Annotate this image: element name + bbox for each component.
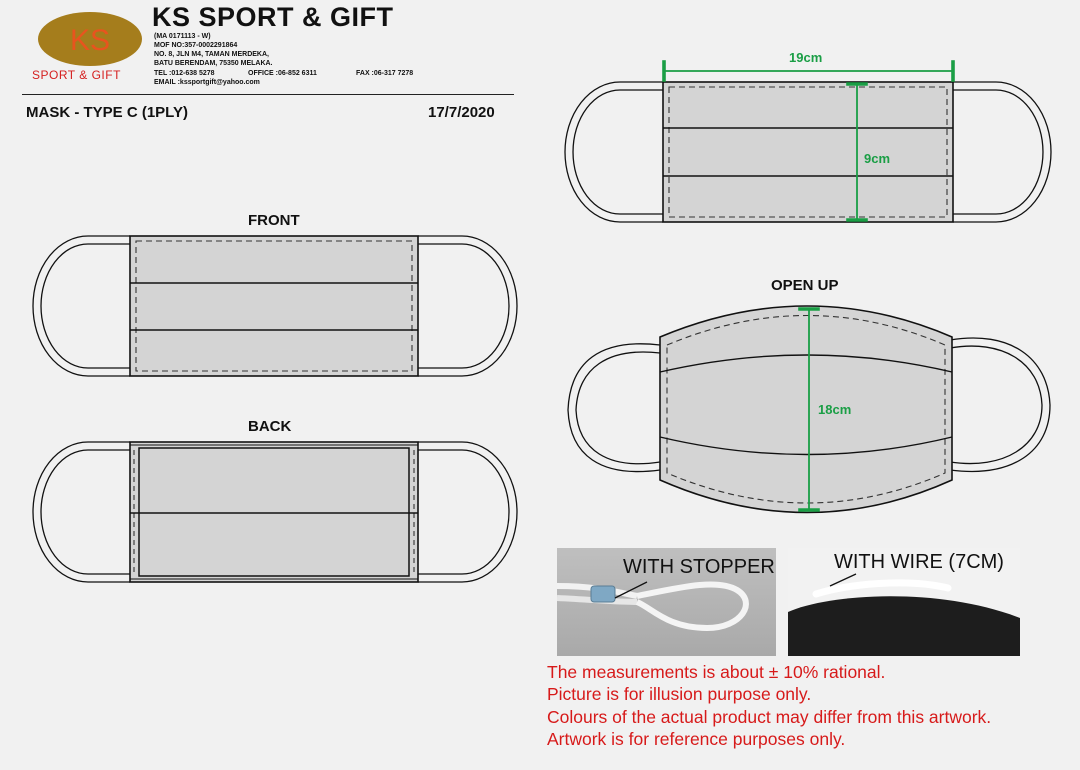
front-ear-loop-left (32, 235, 130, 377)
open-stitch-line (666, 314, 946, 504)
tel-number: TEL :012-638 5278 (154, 70, 215, 77)
back-ear-loop-right (418, 441, 518, 583)
dim-mask-body (662, 81, 954, 223)
address-line-1: NO. 8, JLN M4, TAMAN MERDEKA, (154, 51, 269, 58)
company-logo: KS (38, 12, 142, 66)
open-ear-loop-left (567, 343, 661, 473)
wire-photo: WITH WIRE (7CM) (788, 548, 1020, 656)
dimension-mask (564, 60, 1052, 223)
dim-ear-loop-right (953, 81, 1052, 223)
dim-stitch-line (668, 86, 948, 218)
fax-number: FAX :06-317 7278 (356, 70, 414, 77)
stopper-illustration (557, 581, 749, 632)
disclaimer-line-4: Artwork is for reference purposes only. (547, 729, 846, 749)
disclaimer-line-1: The measurements is about ± 10% rational… (547, 662, 886, 682)
mof-number: MOF NO:357-0002291864 (154, 42, 238, 49)
open-ear-loop-right (949, 337, 1051, 472)
document-title: MASK - TYPE C (1PLY) (26, 104, 188, 121)
height-dimension-label: 9cm (864, 151, 891, 166)
stopper-label: WITH STOPPER (623, 556, 775, 578)
back-label: BACK (248, 418, 292, 435)
office-number: OFFICE :06-852 6311 (248, 70, 317, 77)
wire-illustration (788, 573, 1020, 656)
document-date: 17/7/2020 (428, 104, 495, 121)
company-name: KS SPORT & GIFT (152, 2, 394, 32)
front-ear-loop-right (418, 235, 518, 377)
back-ear-loop-left (32, 441, 130, 583)
disclaimer-line-3: Colours of the actual product may differ… (547, 707, 992, 727)
front-mask-body (129, 235, 419, 377)
width-dimension-label: 19cm (789, 50, 823, 65)
logo-subtitle: SPORT & GIFT (32, 68, 121, 82)
open-mask-body (659, 305, 953, 514)
wire-label: WITH WIRE (7CM) (834, 551, 1004, 573)
open-up-label: OPEN UP (771, 277, 839, 294)
front-label: FRONT (248, 212, 300, 229)
disclaimer-line-2: Picture is for illusion purpose only. (547, 684, 812, 704)
stopper-photo: WITH STOPPER (557, 548, 776, 656)
registration-number: (MA 0171113 - W) (154, 33, 211, 40)
front-mask (32, 235, 518, 377)
open-height-dimension-label: 18cm (818, 402, 852, 417)
front-stitch-line (135, 240, 413, 372)
back-inner-panel (138, 447, 410, 577)
dim-ear-loop-left (564, 81, 663, 223)
header-divider (22, 94, 514, 95)
address-line-2: BATU BERENDAM, 75350 MELAKA. (154, 60, 273, 67)
back-mask (32, 441, 518, 583)
open-up-mask (567, 305, 1051, 514)
logo-text: KS (70, 24, 110, 57)
email-address: EMAIL :kssportgift@yahoo.com (154, 79, 260, 86)
